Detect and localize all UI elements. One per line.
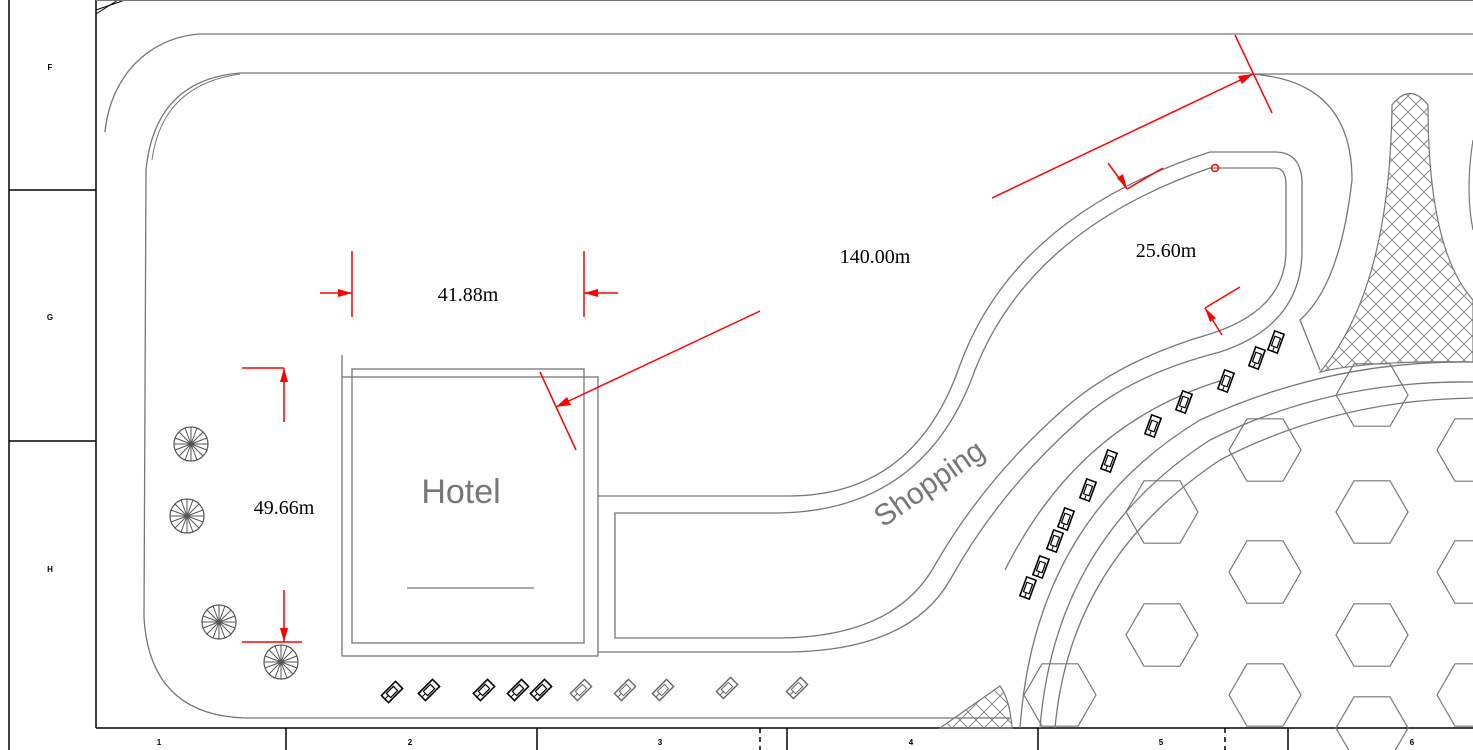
- dimension-diagonal: 140.00m: [840, 246, 911, 268]
- shopping-building: [598, 151, 1473, 729]
- grid-col-1: 1: [157, 738, 162, 747]
- hexagon-tile: [1335, 696, 1409, 750]
- grid-col-4: 4: [909, 738, 914, 747]
- site-boundary: [104, 33, 1473, 719]
- hexagon-tile: [1125, 603, 1199, 667]
- dimension-height: 49.66m: [254, 497, 315, 519]
- grid-row-h: H: [47, 565, 53, 574]
- grid-row-f: F: [48, 63, 53, 72]
- hexagon-tile: [1335, 480, 1409, 544]
- hexagon-tile: [1228, 663, 1302, 727]
- dimension-lines: [242, 34, 1273, 643]
- hotel-building: [341, 355, 599, 657]
- hexagon-tile: [1436, 663, 1473, 727]
- hexagon-tile: [1436, 540, 1473, 604]
- grid-col-3: 3: [658, 738, 663, 747]
- hexagon-tile: [1023, 663, 1097, 727]
- hatched-landscape: [938, 92, 1473, 729]
- hexagon-tile: [1228, 418, 1302, 482]
- dimension-road: 25.60m: [1136, 240, 1197, 262]
- hotel-label: Hotel: [421, 473, 500, 511]
- hexagon-tile: [1228, 540, 1302, 604]
- hexagon-paving: [1023, 363, 1473, 750]
- hexagon-tile: [1125, 480, 1199, 544]
- grid-col-6: 6: [1410, 738, 1415, 747]
- drawing-frame: [8, 0, 1473, 750]
- grid-col-2: 2: [408, 738, 413, 747]
- hexagon-tile: [1436, 418, 1473, 482]
- hexagon-tile: [1335, 603, 1409, 667]
- trees: [169, 426, 299, 680]
- dimension-width: 41.88m: [438, 284, 499, 306]
- parked-cars: [380, 330, 1285, 704]
- hexagon-tile: [1335, 363, 1409, 427]
- grid-col-5: 5: [1159, 738, 1164, 747]
- shopping-label: Shopping: [868, 434, 991, 534]
- grid-row-g: G: [47, 313, 53, 322]
